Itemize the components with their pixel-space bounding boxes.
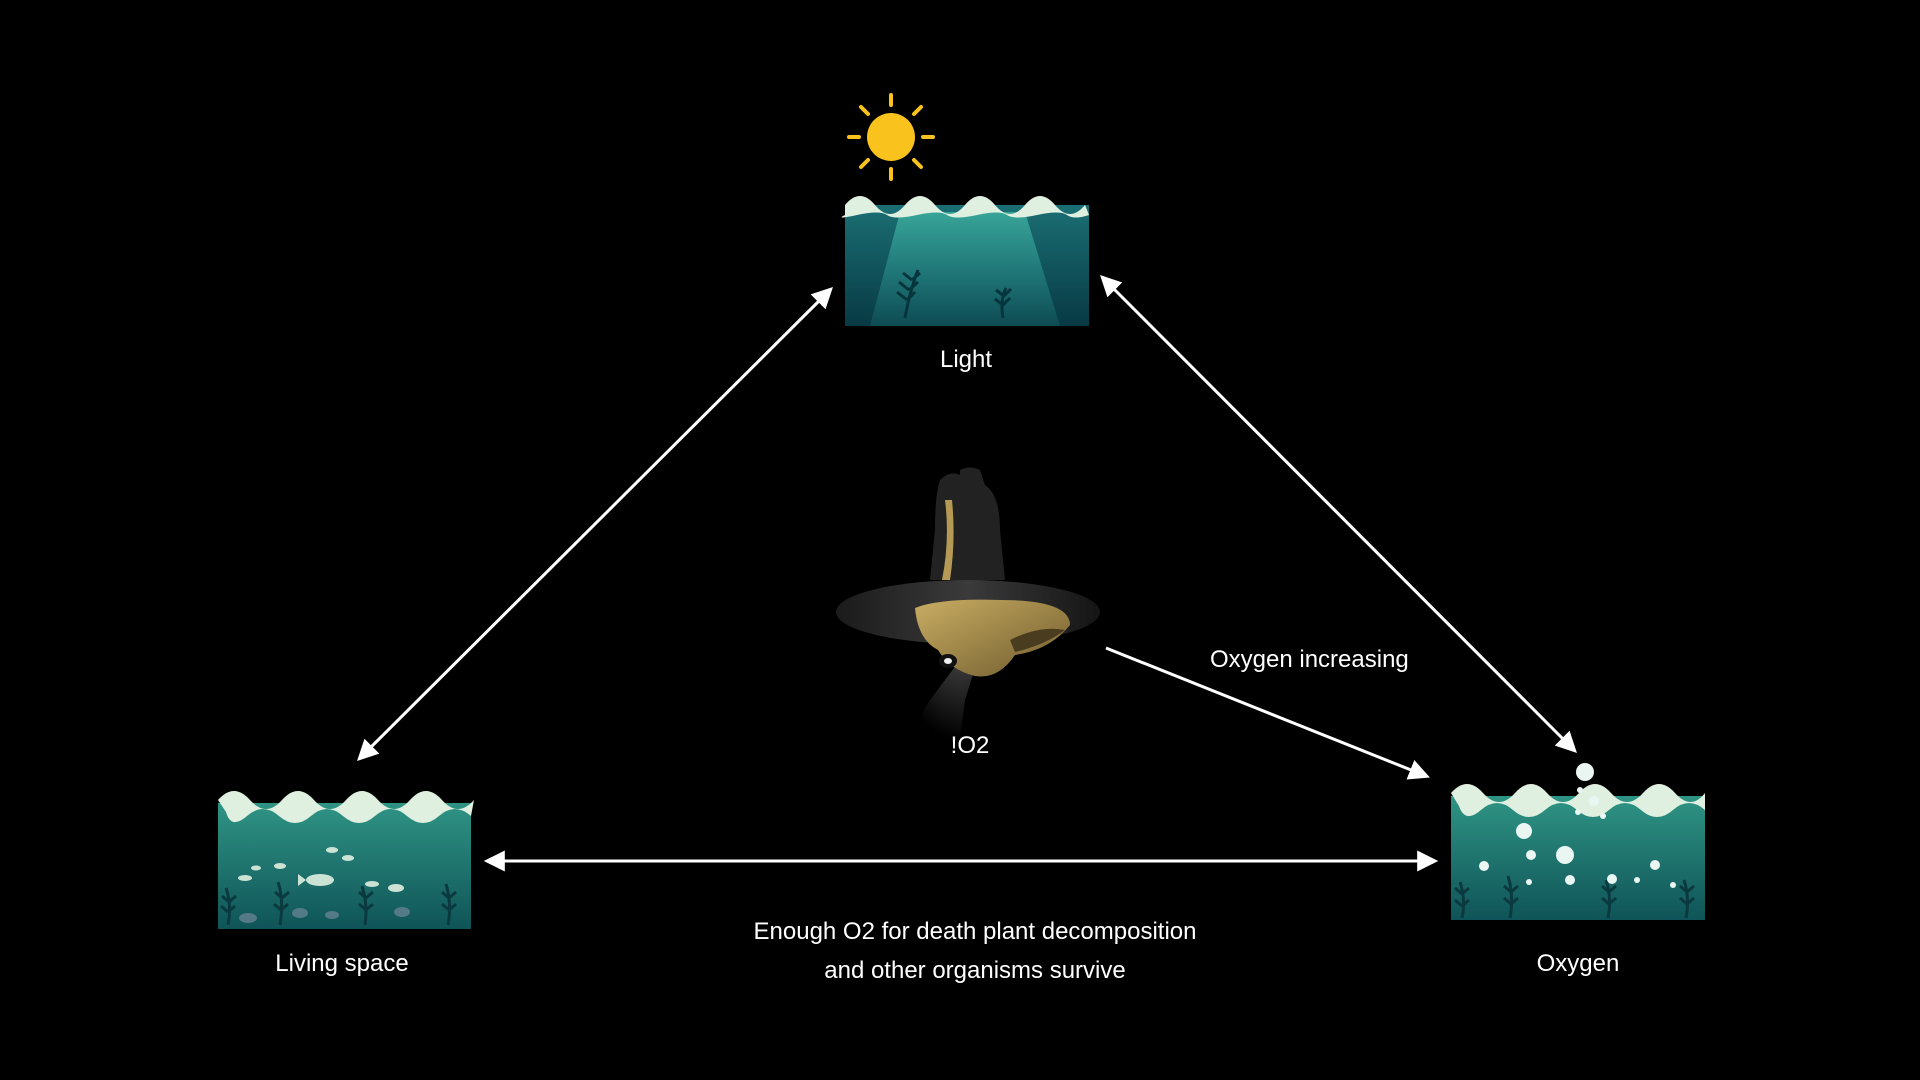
light-label: Light <box>939 346 993 373</box>
oxygen-increasing-label: Oxygen increasing <box>1210 646 1409 673</box>
sun-icon <box>847 93 935 181</box>
living-space-node <box>218 791 474 929</box>
oxygen-node <box>1451 763 1705 920</box>
arrow-light-living <box>357 287 833 761</box>
caption-line-1: Enough O2 for death plant decomposition <box>753 918 1197 945</box>
light-water-icon <box>841 196 1089 326</box>
bubbles-water-icon <box>1451 763 1705 920</box>
living-space-label: Living space <box>275 950 409 977</box>
connectors <box>357 275 1577 872</box>
bubble-icons <box>1479 763 1676 888</box>
arrow-center-oxygen <box>1105 646 1430 780</box>
device-label: !O2 <box>950 732 990 759</box>
oxygen-label: Oxygen <box>1536 950 1620 977</box>
arrow-light-oxygen <box>1100 275 1577 753</box>
light-node <box>841 93 1089 326</box>
aerator-device-icon <box>836 467 1100 741</box>
decomposition-caption: Enough O2 for death plant decomposition … <box>660 912 1290 990</box>
caption-line-2: and other organisms survive <box>824 957 1126 984</box>
fish-water-icon <box>218 791 474 929</box>
